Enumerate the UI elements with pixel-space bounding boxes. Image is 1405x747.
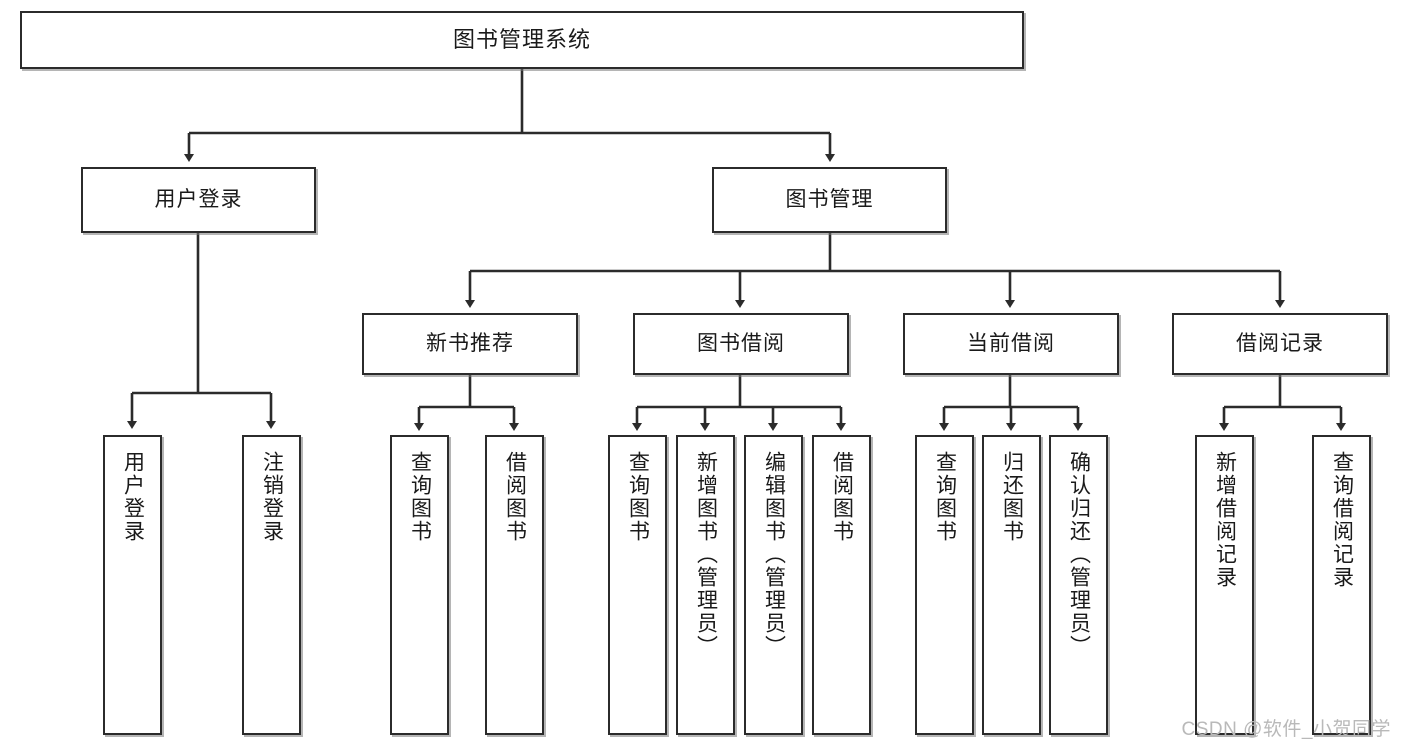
node-root-system[interactable]: 图书管理系统 (20, 11, 1024, 69)
node-user-login[interactable]: 用户登录 (81, 167, 316, 233)
node-label: 新增图书（管理员） (694, 451, 718, 658)
leaf-confirm-return-admin[interactable]: 确认归还（管理员） (1049, 435, 1108, 735)
node-label: 查询图书 (626, 451, 650, 543)
leaf-query-book-borrow[interactable]: 查询图书 (608, 435, 667, 735)
node-label: 编辑图书（管理员） (762, 451, 786, 658)
node-label: 查询借阅记录 (1330, 451, 1354, 589)
node-label: 归还图书 (1000, 451, 1024, 543)
node-label: 借阅记录 (1236, 331, 1324, 355)
leaf-edit-book-admin[interactable]: 编辑图书（管理员） (744, 435, 803, 735)
node-label: 图书借阅 (697, 331, 785, 355)
leaf-query-borrow-record[interactable]: 查询借阅记录 (1312, 435, 1371, 735)
node-label: 用户登录 (154, 187, 243, 211)
leaf-query-book-current[interactable]: 查询图书 (915, 435, 974, 735)
node-label: 用户登录 (121, 451, 145, 543)
leaf-query-book-recommend[interactable]: 查询图书 (390, 435, 449, 735)
node-new-book-recommend[interactable]: 新书推荐 (362, 313, 578, 375)
node-label: 新增借阅记录 (1213, 451, 1237, 589)
node-label: 确认归还（管理员） (1067, 451, 1091, 658)
leaf-logout[interactable]: 注销登录 (242, 435, 301, 735)
node-label: 查询图书 (408, 451, 432, 543)
node-book-management[interactable]: 图书管理 (712, 167, 947, 233)
node-label: 新书推荐 (426, 331, 514, 355)
leaf-add-borrow-record[interactable]: 新增借阅记录 (1195, 435, 1254, 735)
node-book-borrow[interactable]: 图书借阅 (633, 313, 849, 375)
node-label: 注销登录 (260, 451, 284, 543)
leaf-borrow-book-recommend[interactable]: 借阅图书 (485, 435, 544, 735)
node-label: 借阅图书 (830, 451, 854, 543)
watermark: CSDN @软件_小贺同学 (1181, 719, 1391, 740)
node-label: 查询图书 (933, 451, 957, 543)
node-borrow-record[interactable]: 借阅记录 (1172, 313, 1388, 375)
leaf-borrow-book[interactable]: 借阅图书 (812, 435, 871, 735)
node-label: 图书管理系统 (452, 27, 591, 53)
node-label: 图书管理 (785, 187, 874, 211)
node-label: 当前借阅 (967, 331, 1055, 355)
node-label: 借阅图书 (503, 451, 527, 543)
leaf-add-book-admin[interactable]: 新增图书（管理员） (676, 435, 735, 735)
node-current-borrow[interactable]: 当前借阅 (903, 313, 1119, 375)
leaf-user-login[interactable]: 用户登录 (103, 435, 162, 735)
leaf-return-book[interactable]: 归还图书 (982, 435, 1041, 735)
